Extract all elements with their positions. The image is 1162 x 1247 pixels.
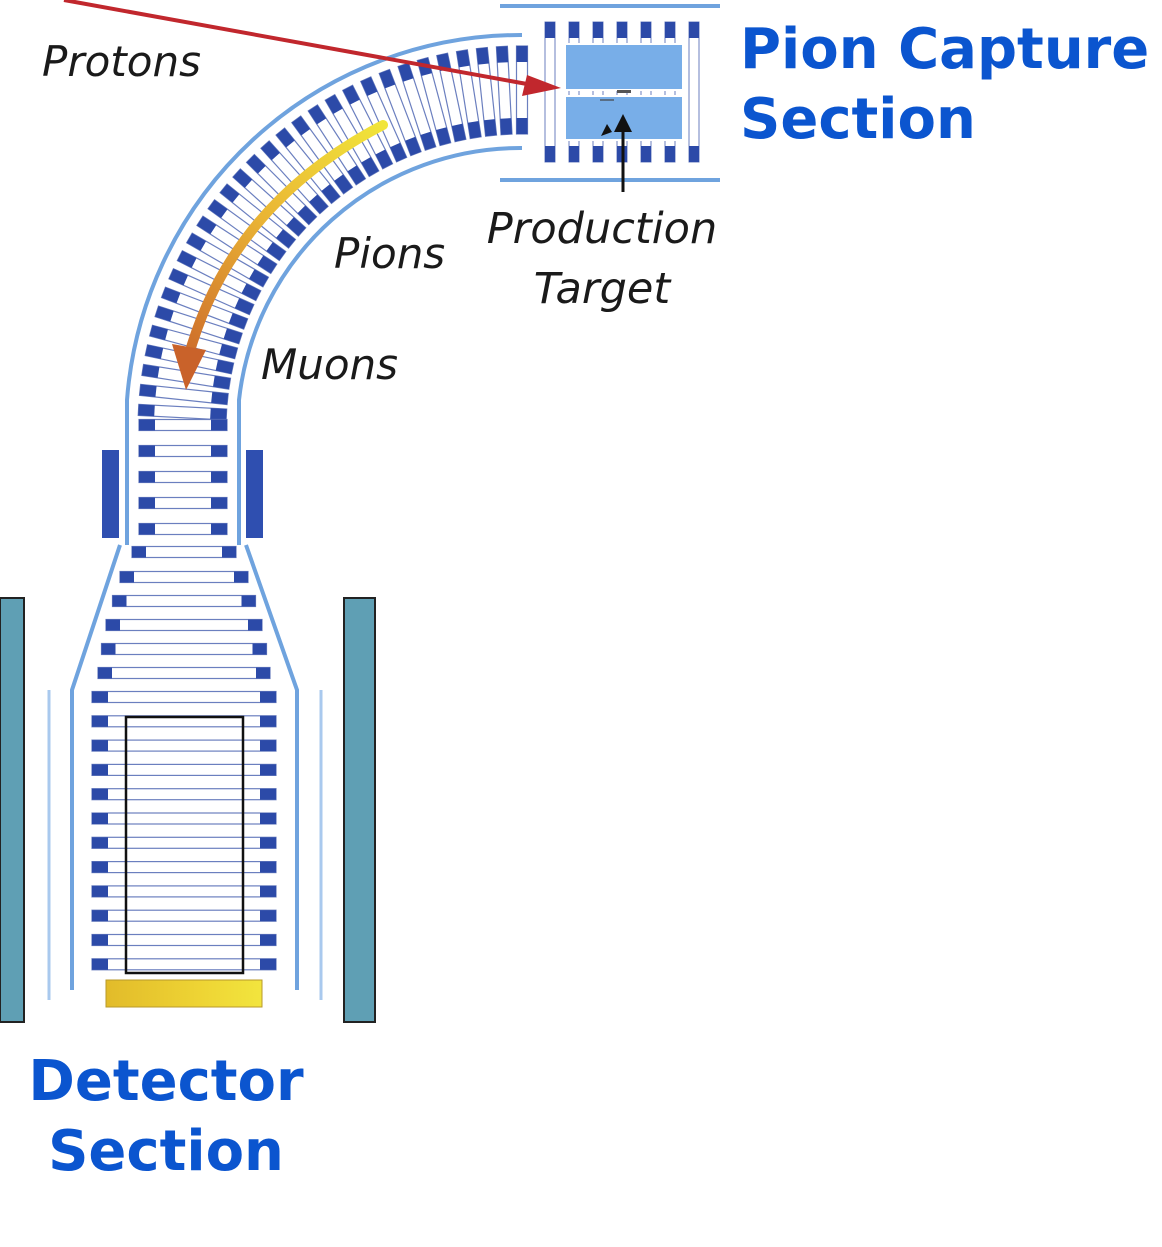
- muons-label: Muons: [261, 340, 398, 389]
- coil-18: [307, 104, 367, 186]
- coil-23: [397, 62, 437, 151]
- solenoid-walls: [70, 32, 523, 990]
- coil-43: [91, 739, 277, 752]
- transport-yoke-left: [102, 450, 119, 538]
- coil-31: [138, 444, 228, 458]
- solenoid-wall-1: [237, 145, 523, 545]
- detector-tracker: [124, 715, 245, 975]
- coil-46: [91, 812, 277, 825]
- coil-44: [91, 763, 277, 777]
- protons-label: Protons: [42, 37, 201, 86]
- coil-48: [91, 860, 277, 874]
- proton-beam-arrow: [63, 0, 561, 96]
- production-target-pointer-arrow: [601, 114, 632, 192]
- coil-25: [436, 52, 467, 143]
- coil-20: [341, 84, 394, 170]
- coil-1: [138, 383, 229, 406]
- coil-33: [138, 496, 228, 510]
- coil-32: [138, 470, 228, 484]
- production-target-label-line1: Production: [487, 204, 717, 254]
- coil-15: [260, 140, 329, 215]
- coil-22: [378, 68, 422, 157]
- coil-51: [91, 933, 277, 947]
- coil-34: [138, 522, 228, 536]
- pion-muon-beam-arrow: [172, 120, 388, 390]
- solenoid-wall-3: [244, 544, 299, 990]
- coil-19: [324, 93, 380, 178]
- coil-47: [91, 836, 277, 849]
- production-coil-2: [592, 21, 604, 163]
- production-coil-5: [664, 21, 676, 163]
- solenoid-wall-0: [125, 32, 523, 545]
- detector-section-title-line2: Section: [48, 1119, 284, 1184]
- coil-36: [119, 570, 249, 584]
- coil-17: [291, 115, 354, 195]
- calorimeter-bar: [105, 979, 263, 1008]
- coil-41: [91, 690, 277, 704]
- pion-capture-section-title-line1: Pion Capture: [740, 17, 1149, 82]
- coil-49: [91, 885, 277, 898]
- solenoid-wall-2: [70, 544, 122, 990]
- production-target-box-upper: [564, 43, 684, 91]
- production-target-label-line2: Target: [534, 264, 673, 314]
- pion-capture-section-title-line2: Section: [740, 87, 976, 152]
- coil-13: [232, 168, 307, 237]
- production-coil-6: [688, 21, 700, 163]
- coil-0: [137, 403, 228, 421]
- production-target-rod: [617, 90, 631, 93]
- coil-52: [91, 958, 277, 971]
- coil-50: [91, 909, 277, 922]
- coil-27: [475, 46, 498, 137]
- coil-39: [100, 642, 268, 656]
- coil-14: [245, 153, 318, 226]
- solenoid-coils: [91, 45, 529, 971]
- detector-shield-left: [0, 597, 25, 1023]
- pions-label: Pions: [334, 229, 445, 278]
- production-coil-0: [544, 21, 556, 163]
- coil-28: [495, 45, 513, 136]
- detector-shield-right: [343, 597, 376, 1023]
- coil-38: [105, 618, 263, 632]
- coil-37: [111, 594, 257, 608]
- coil-45: [91, 788, 277, 801]
- production-coil-4: [640, 21, 652, 163]
- coil-21: [359, 76, 408, 163]
- detector-section-title-line1: Detector: [28, 1049, 304, 1114]
- production-coil-1: [568, 21, 580, 163]
- coil-35: [131, 545, 237, 559]
- coil-30: [138, 418, 228, 432]
- transport-yoke-right: [246, 450, 263, 538]
- coil-40: [97, 666, 271, 680]
- coil-16: [275, 127, 341, 205]
